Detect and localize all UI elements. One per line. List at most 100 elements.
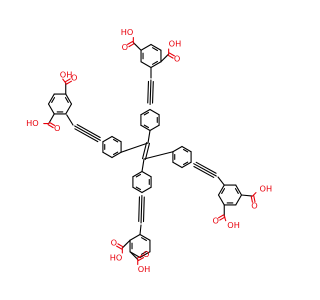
bond-111 — [250, 195, 253, 203]
left-top-acid-hydroxyl: OH — [60, 70, 73, 80]
bond-62 — [152, 60, 158, 65]
bond-58 — [150, 43, 162, 51]
bond-53 — [142, 196, 145, 223]
bond-68 — [51, 97, 56, 103]
bond-5 — [140, 108, 151, 116]
bond-85 — [139, 233, 151, 241]
bond-99 — [167, 54, 174, 59]
top-right-acid-oxygen: O — [174, 54, 180, 64]
bond-76 — [217, 184, 225, 196]
right-bottom-acid-hydroxyl: OH — [227, 220, 240, 230]
bond-0 — [141, 142, 148, 160]
bond-117 — [223, 215, 227, 222]
bond-103 — [65, 80, 73, 85]
top-left-acid-oxygen: O — [122, 42, 128, 52]
bond-91 — [66, 114, 74, 126]
bond-119 — [137, 257, 144, 262]
bond-79 — [235, 184, 243, 196]
bond-18 — [113, 138, 119, 143]
bond-100 — [168, 52, 175, 57]
bond-112 — [253, 195, 256, 203]
bond-122 — [121, 239, 131, 249]
bond-71 — [64, 97, 69, 103]
bond-1 — [144, 142, 151, 160]
bond-54 — [140, 61, 152, 69]
bond-16 — [102, 135, 113, 143]
left-bottom-acid-hydroxyl: HO — [26, 118, 39, 128]
bond-50 — [195, 161, 217, 174]
bond-17 — [111, 135, 122, 143]
bond-49 — [193, 165, 215, 178]
bond-45 — [74, 125, 101, 141]
bond-13 — [102, 151, 113, 159]
bond-95 — [127, 40, 134, 45]
bond-115 — [217, 214, 225, 219]
left-bottom-acid-oxygen: O — [54, 123, 60, 133]
bond-26 — [181, 145, 192, 153]
bond-20 — [181, 161, 192, 169]
right-top-acid-oxygen: O — [251, 200, 257, 210]
bond-48 — [193, 163, 217, 177]
bond-80 — [234, 188, 239, 194]
bond-104 — [64, 78, 71, 83]
bond-110 — [240, 194, 254, 197]
bond-88 — [139, 251, 151, 259]
bond-77 — [221, 188, 226, 194]
bond-105 — [62, 78, 67, 84]
bond-32 — [132, 170, 143, 178]
right-bottom-acid-oxygen: O — [213, 215, 219, 225]
bond-123 — [117, 243, 124, 248]
bond-116 — [219, 216, 226, 221]
bond-10 — [149, 124, 160, 132]
bond-44 — [147, 80, 150, 104]
bond-40 — [143, 151, 174, 160]
bottom-right-acid-oxygen: O — [143, 249, 149, 259]
bond-29 — [132, 186, 143, 194]
top-left-acid-hydroxyl: HO — [121, 27, 134, 37]
bond-94 — [132, 41, 142, 51]
bond-3 — [143, 124, 149, 129]
bond-30 — [135, 186, 141, 191]
bond-118 — [129, 251, 139, 261]
bottom-right-acid-hydroxyl: OH — [138, 264, 151, 274]
bond-39 — [120, 142, 149, 153]
bond-11 — [111, 151, 122, 159]
bond-57 — [140, 43, 152, 51]
bond-38 — [147, 129, 151, 144]
bond-98 — [160, 53, 170, 63]
bond-70 — [65, 93, 73, 105]
bond-7 — [149, 108, 160, 116]
bond-27 — [183, 148, 189, 153]
bond-42 — [149, 79, 152, 106]
right-top-acid-hydroxyl: OH — [260, 184, 273, 194]
bond-93 — [139, 224, 142, 236]
bond-113 — [251, 192, 257, 197]
bond-96 — [128, 43, 135, 48]
bond-108 — [48, 121, 56, 126]
bottom-left-acid-hydroxyl: HO — [110, 252, 123, 262]
bond-12 — [113, 151, 119, 156]
bond-67 — [47, 93, 55, 105]
bond-51 — [140, 194, 143, 224]
top-right-acid-hydroxyl: OH — [169, 39, 182, 49]
bond-2 — [140, 124, 151, 132]
bottom-left-acid-oxygen: O — [111, 237, 117, 247]
left-top-acid-oxygen: O — [71, 73, 77, 83]
bond-52 — [138, 196, 141, 222]
bond-72 — [235, 194, 243, 206]
bond-86 — [141, 237, 147, 242]
bond-84 — [129, 233, 141, 241]
bond-34 — [141, 170, 152, 178]
bond-21 — [183, 161, 189, 166]
bond-46 — [76, 124, 101, 139]
bond-75 — [217, 194, 225, 206]
bond-59 — [152, 47, 158, 52]
bond-43 — [152, 81, 154, 104]
bond-66 — [47, 103, 55, 115]
bond-120 — [136, 254, 143, 259]
bond-6 — [143, 111, 149, 116]
bond-37 — [141, 186, 152, 194]
bond-107 — [47, 124, 54, 129]
